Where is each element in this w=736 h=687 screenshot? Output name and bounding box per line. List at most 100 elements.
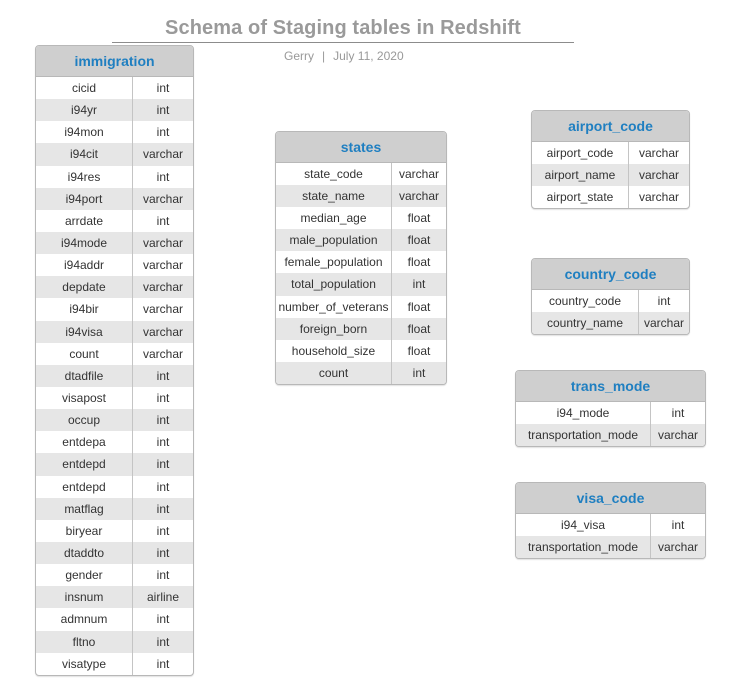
column-type: int <box>156 413 170 428</box>
column-type: varchar <box>142 346 183 361</box>
column-type: varchar <box>142 191 183 206</box>
column-name: entdepa <box>36 431 133 454</box>
column-name: country_code <box>532 290 639 312</box>
column-name: transportation_mode <box>516 424 651 446</box>
column-name: foreign_born <box>276 317 392 340</box>
column-type: int <box>156 390 170 405</box>
column-name: i94addr <box>36 254 133 277</box>
column-type: varchar <box>142 280 183 295</box>
table-row: dtaddto int <box>36 541 193 565</box>
column-name: i94_visa <box>516 514 651 536</box>
table-row: count int <box>276 361 446 384</box>
column-type: int <box>156 634 170 649</box>
column-name: i94cit <box>36 143 133 166</box>
column-name: airport_state <box>532 186 629 208</box>
table-header: trans_mode <box>516 371 705 402</box>
column-name: gender <box>36 564 133 587</box>
column-name: dtaddto <box>36 541 133 565</box>
column-type: float <box>407 299 431 314</box>
column-name: entdepd <box>36 453 133 476</box>
column-name: country_name <box>532 312 639 334</box>
column-type: int <box>156 213 170 228</box>
column-type: int <box>156 368 170 383</box>
table-header: immigration <box>36 46 193 77</box>
column-name: insnum <box>36 586 133 609</box>
author-label: Gerry <box>284 49 314 63</box>
column-name: entdepd <box>36 475 133 498</box>
table-row: insnum airline <box>36 586 193 609</box>
column-type: float <box>407 343 431 358</box>
column-name: count <box>36 342 133 365</box>
table-row: number_of_veterans float <box>276 295 446 318</box>
column-type: varchar <box>657 540 698 554</box>
column-name: i94yr <box>36 99 133 122</box>
table-row: female_population float <box>276 251 446 274</box>
column-name: i94bir <box>36 298 133 321</box>
column-name: total_population <box>276 273 392 296</box>
column-type: airline <box>146 590 179 605</box>
column-name: i94res <box>36 165 133 188</box>
column-name: arrdate <box>36 209 133 232</box>
column-name: i94mode <box>36 231 133 255</box>
table-row: i94yr int <box>36 99 193 122</box>
column-name: female_population <box>276 251 392 274</box>
table-row: visapost int <box>36 386 193 410</box>
table-row: i94addr varchar <box>36 254 193 277</box>
diagram-meta: Gerry | July 11, 2020 <box>284 48 404 64</box>
column-type: int <box>156 656 170 671</box>
column-name: airport_code <box>532 142 629 164</box>
table-row: total_population int <box>276 273 446 296</box>
table-header: visa_code <box>516 483 705 514</box>
column-name: count <box>276 361 392 384</box>
date-label: July 11, 2020 <box>333 49 404 63</box>
column-name: fltno <box>36 630 133 653</box>
column-type: int <box>156 479 170 494</box>
column-type: float <box>407 211 431 226</box>
column-type: float <box>407 255 431 270</box>
table-row: count varchar <box>36 342 193 365</box>
meta-separator: | <box>322 49 326 63</box>
column-name: biryear <box>36 519 133 542</box>
table-row: entdepd int <box>36 475 193 498</box>
column-type: varchar <box>142 258 183 273</box>
column-type: varchar <box>638 146 679 160</box>
diagram-title: Schema of Staging tables in Redshift <box>165 17 521 39</box>
column-type: int <box>156 435 170 450</box>
column-type: int <box>156 612 170 627</box>
table-header: states <box>276 132 446 163</box>
table-row: entdepa int <box>36 431 193 454</box>
column-name: matflag <box>36 497 133 520</box>
column-type: int <box>412 365 426 380</box>
column-type: int <box>412 277 426 292</box>
table-row: fltno int <box>36 630 193 653</box>
column-type: int <box>156 125 170 140</box>
column-name: number_of_veterans <box>276 295 392 318</box>
column-name: i94_mode <box>516 402 651 424</box>
column-type: int <box>156 545 170 560</box>
column-name: visapost <box>36 386 133 410</box>
column-type: int <box>657 294 671 308</box>
column-type: int <box>156 103 170 118</box>
